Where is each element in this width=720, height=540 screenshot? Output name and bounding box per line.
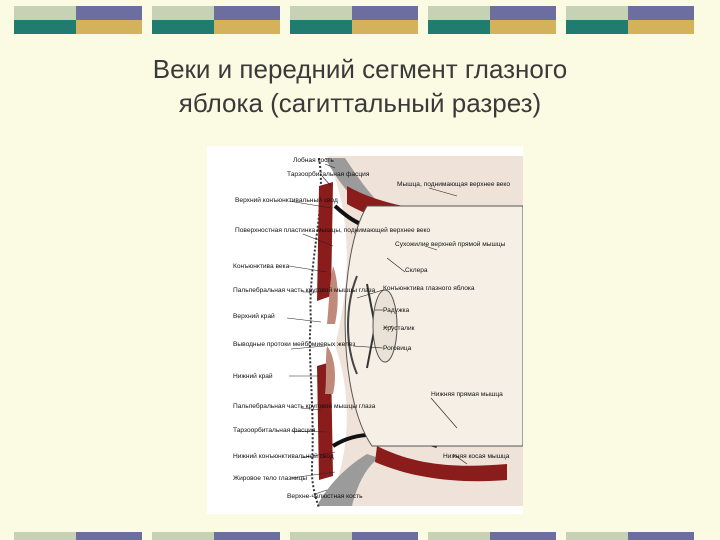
label-bulbar-conj: Конъюнктива глазного яблока [383,284,475,292]
label-inferior-rectus: Нижняя прямая мышца [431,391,503,398]
label-lens: Хрусталик [383,325,415,332]
bar-segment [14,532,142,540]
label-upper-fornix: Верхний конъюнктивальный свод [235,196,338,204]
bar-segment-part [152,532,214,540]
bar-segment [566,6,694,34]
slide-title-line-1: Веки и передний сегмент глазного [152,54,568,84]
bar-segment-part [214,6,280,20]
bar-segment-part [290,532,352,540]
label-eyelid-conj: Конъюнктива века [233,263,290,270]
inferior-oblique-shape [375,446,507,482]
bar-segment-part [566,20,628,34]
bar-segment-part [76,6,142,20]
eyelid-sagittal-figure: Лобная кость Тарзоорбитальная фасция Вер… [207,146,523,514]
label-tarsal-fascia-top: Тарзоорбитальная фасция [287,170,370,178]
bar-segment-part [14,20,76,34]
label-maxilla: Верхне-челюстная кость [287,493,363,500]
bar-segment-part [76,532,142,540]
label-tarsal-fascia-bottom: Тарзоорбитальная фасция [233,426,316,434]
bar-segment-part [14,532,76,540]
bar-segment-part [628,6,694,20]
bar-segment-part [352,20,418,34]
bar-segment [152,6,280,34]
label-superficial-plate: Поверхностная пластинка мышцы, поднимающ… [235,226,431,234]
bar-segment-part [628,532,694,540]
bar-segment [428,532,556,540]
label-rectus-tendon: Сухожилие верхней прямой мышцы [395,240,506,248]
top-decorative-bar [0,6,720,34]
bottom-decorative-bar [0,532,720,540]
eyelid-diagram-svg: Лобная кость Тарзоорбитальная фасция Вер… [233,156,523,509]
bar-segment-part [352,532,418,540]
lower-tarsus [325,346,335,394]
bar-segment-part [490,532,556,540]
lens-shape [372,289,398,363]
label-cornea: Роговица [383,345,412,352]
maxilla-bone-shape [317,454,379,506]
bar-segment [152,532,280,540]
sclera-shape [344,205,523,447]
skin-edge [308,157,322,509]
bar-segment-part [490,6,556,20]
label-lower-margin: Нижний край [233,372,273,380]
label-palpebral-bottom: Пальпебральная часть круговой мышцы глаз… [233,402,376,410]
upper-tarsus [327,266,338,324]
bar-segment-part [290,20,352,34]
bar-segment-part [352,6,418,20]
bar-segment-part [628,20,694,34]
label-lower-fornix: Нижний конъюнктивальный свод [233,452,334,460]
bar-segment-part [566,532,628,540]
label-fat-body: Жировое тело глазницы [233,475,307,482]
slide-title: Веки и передний сегмент глазного яблока … [60,52,660,120]
bar-segment [566,532,694,540]
bar-segment [14,6,142,34]
bar-segment-part [14,6,76,20]
bar-segment-part [214,20,280,34]
bar-segment-part [214,532,280,540]
label-bone-top: Лобная кость [293,156,334,164]
label-inferior-oblique: Нижняя косая мышца [443,453,510,460]
bar-segment-part [76,20,142,34]
label-iris: Радужка [383,307,410,314]
label-sclera: Склера [405,267,428,274]
label-ducts: Выводные протоки мейбомиевых желез [233,340,355,348]
bar-segment-part [566,6,628,20]
label-levator-muscle: Мышца, поднимающая верхнее веко [397,181,510,188]
bar-segment [290,6,418,34]
label-palpebral-top: Пальпебральная часть круговой мышцы глаз… [233,286,376,294]
bar-segment-part [152,6,214,20]
bar-segment-part [428,532,490,540]
bar-segment-part [152,20,214,34]
label-upper-margin: Верхний край [233,312,275,320]
leader-lines [286,163,468,495]
bar-segment-part [490,20,556,34]
slide-title-line-2: яблока (сагиттальный разрез) [178,88,542,118]
bar-segment-part [428,6,490,20]
bar-segment-part [290,6,352,20]
cornea-shape [347,275,358,375]
bar-segment [428,6,556,34]
bar-segment [290,532,418,540]
bar-segment-part [428,20,490,34]
